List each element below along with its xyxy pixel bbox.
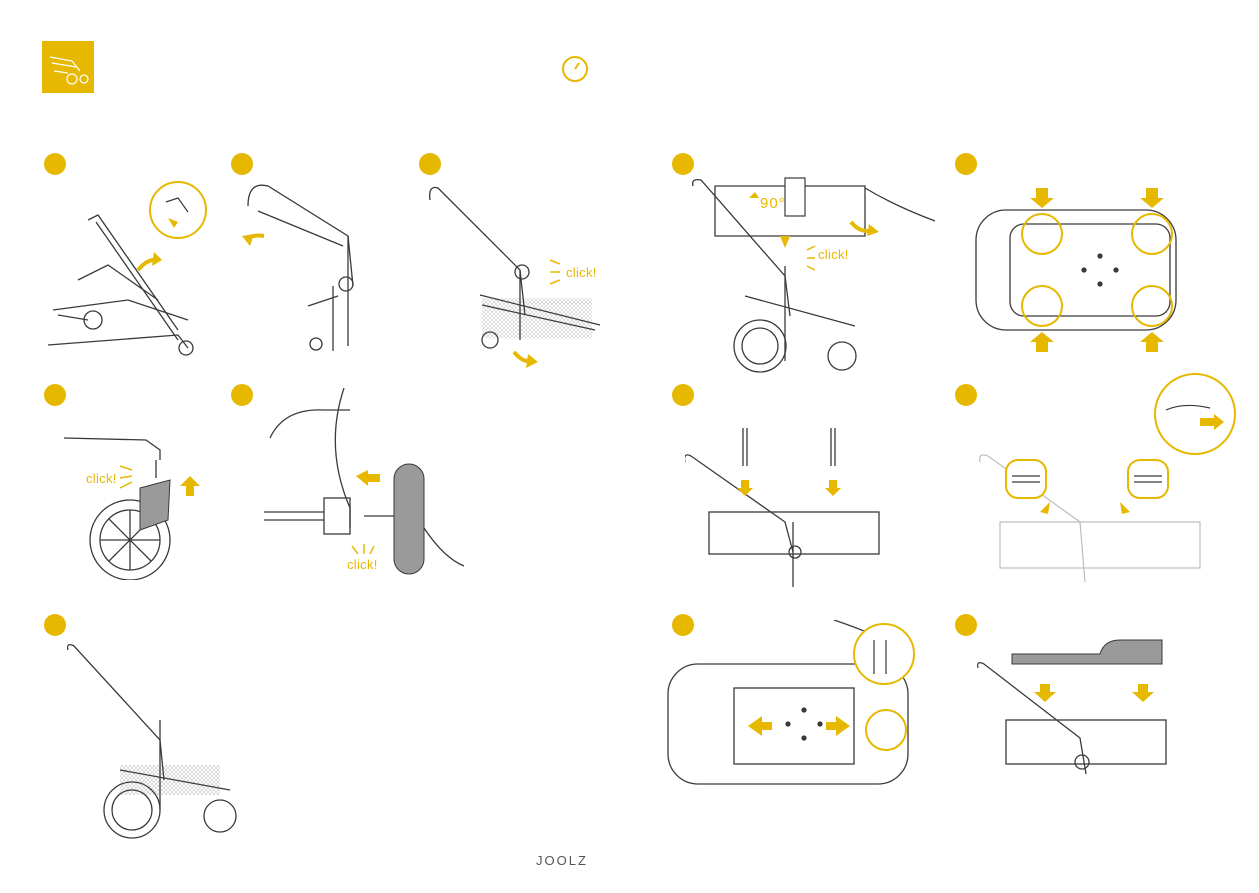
- step-marker-2: [231, 153, 253, 175]
- click-label-step3: click!: [566, 265, 597, 280]
- step1-illustration: [38, 170, 218, 360]
- step2-illustration: [238, 176, 368, 356]
- step9-illustration: [970, 372, 1240, 592]
- step5-illustration: [970, 186, 1190, 356]
- step4-illustration: [685, 176, 935, 376]
- click-label-step6: click!: [86, 471, 117, 486]
- step12-illustration: [970, 638, 1170, 778]
- step-marker-8: [672, 384, 694, 406]
- step8-illustration: [685, 422, 885, 587]
- step-marker-5: [955, 153, 977, 175]
- click-label-step7: click!: [347, 557, 378, 572]
- stroller-assembly-icon: [42, 41, 94, 93]
- clock-icon: [562, 56, 588, 82]
- click-label-step4: click!: [818, 247, 849, 262]
- step-marker-3: [419, 153, 441, 175]
- step-marker-12: [955, 614, 977, 636]
- step6-illustration: [60, 430, 220, 580]
- angle-label: 90°: [760, 195, 786, 212]
- step-marker-7: [231, 384, 253, 406]
- step-marker-4: [672, 153, 694, 175]
- step10-illustration: [60, 640, 250, 840]
- brand-logo: JOOLZ: [536, 853, 588, 868]
- step11-illustration: [664, 620, 924, 790]
- step7-illustration: [264, 388, 474, 578]
- step-marker-6: [44, 384, 66, 406]
- step-marker-10: [44, 614, 66, 636]
